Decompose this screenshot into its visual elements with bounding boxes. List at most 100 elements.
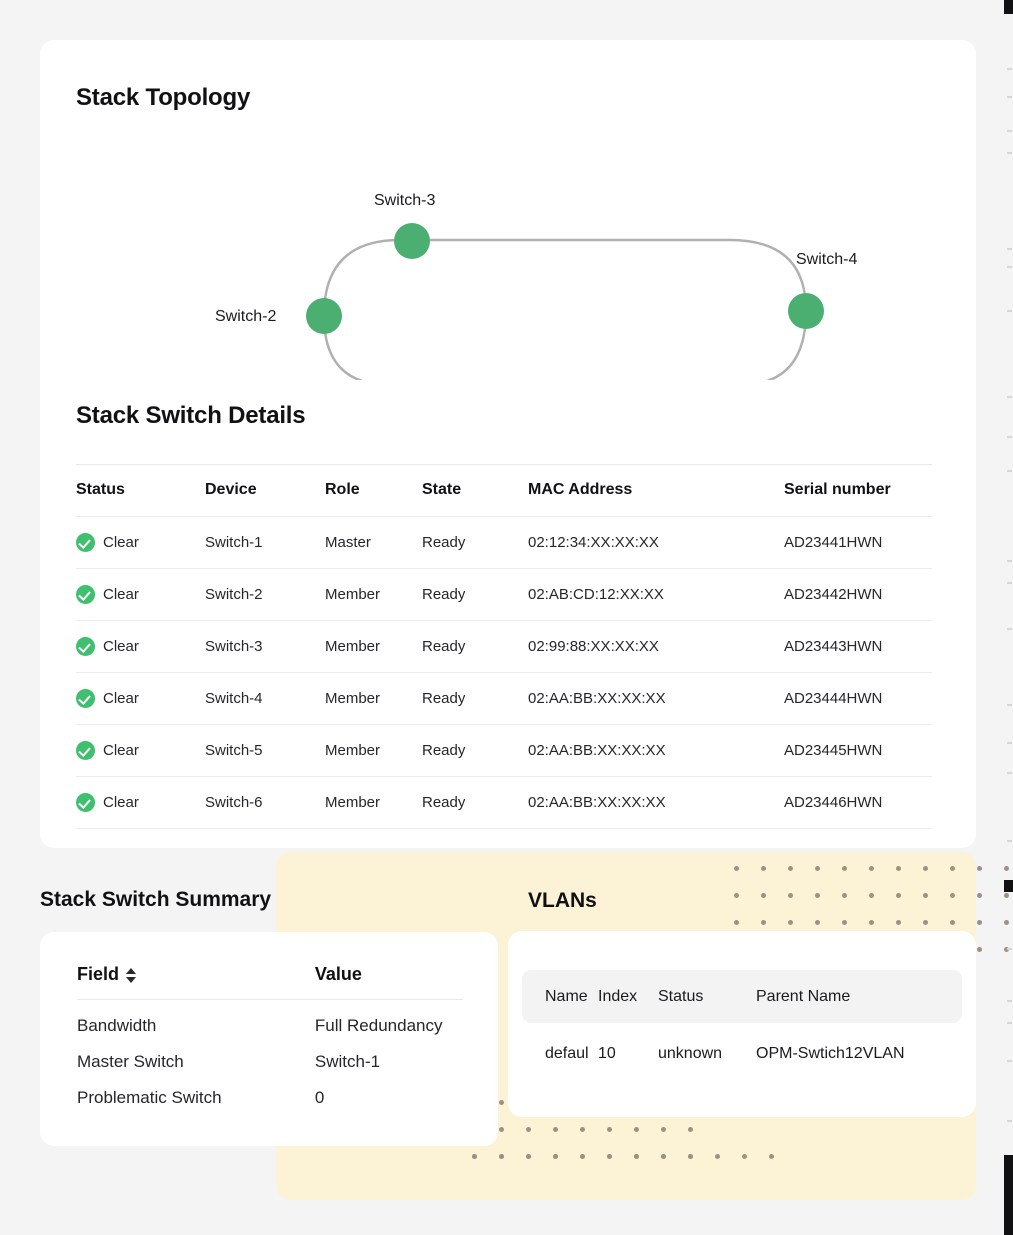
- cell-role: Member: [325, 620, 422, 673]
- column-header-index[interactable]: Index: [598, 987, 638, 1005]
- column-header-device[interactable]: Device: [205, 464, 325, 517]
- scrollbar-thumb-top[interactable]: [1004, 0, 1013, 14]
- column-header-vlan-status[interactable]: Status: [658, 987, 704, 1005]
- cell-state: Ready: [422, 776, 528, 829]
- decorative-dot: [661, 1154, 666, 1159]
- decorative-dot: [761, 920, 766, 925]
- column-header-serial-number[interactable]: Serial number: [760, 464, 932, 517]
- column-header-field[interactable]: Field: [77, 964, 236, 1000]
- column-header-state[interactable]: State: [422, 464, 528, 517]
- check-circle-icon: [76, 741, 95, 760]
- stack-switch-details-table: Status Device Role State MAC Address Ser…: [76, 464, 932, 829]
- decorative-dot: [761, 893, 766, 898]
- sort-arrows-icon[interactable]: [126, 968, 137, 983]
- topology-node-switch-3[interactable]: [394, 223, 430, 259]
- cell-state: Ready: [422, 516, 528, 569]
- gutter-tick: [1007, 628, 1012, 630]
- gutter-tick: [1007, 470, 1012, 472]
- decorative-dot: [815, 893, 820, 898]
- decorative-dot: [607, 1154, 612, 1159]
- cell-serial: AD23445HWN: [760, 724, 932, 777]
- cell-status: Clear: [76, 672, 205, 725]
- gutter-tick: [1007, 68, 1012, 70]
- column-header-status[interactable]: Status: [76, 464, 205, 517]
- cell-device: Switch-6: [205, 776, 325, 829]
- decorative-dot: [634, 1127, 639, 1132]
- cell-serial: AD23444HWN: [760, 672, 932, 725]
- gutter-tick: [1007, 582, 1012, 584]
- cell-serial: AD23441HWN: [760, 516, 932, 569]
- cell-status: Clear: [76, 568, 205, 621]
- decorative-dot: [788, 893, 793, 898]
- gutter-tick: [1007, 248, 1012, 250]
- topology-label-switch-3: Switch-3: [374, 192, 436, 209]
- vlans-header-background: [522, 970, 962, 1023]
- column-header-value[interactable]: Value: [235, 964, 463, 1000]
- column-header-parent-name[interactable]: Parent Name: [756, 987, 851, 1005]
- decorative-dot: [734, 893, 739, 898]
- cell-index: 10: [598, 1045, 616, 1062]
- check-circle-icon: [76, 793, 95, 812]
- cell-mac: 02:AA:BB:XX:XX:XX: [528, 672, 760, 725]
- stack-card: Stack Topology Switch-2 Switch-3 Switch-…: [40, 40, 976, 848]
- scrollbar-gutter[interactable]: [1004, 0, 1013, 1235]
- topology-node-switch-2[interactable]: [306, 298, 342, 334]
- cell-mac: 02:AB:CD:12:XX:XX: [528, 568, 760, 621]
- link-lower: [322, 310, 808, 380]
- decorative-dot: [869, 920, 874, 925]
- decorative-dot: [580, 1154, 585, 1159]
- column-header-name[interactable]: Name: [545, 987, 588, 1005]
- decorative-dot: [815, 866, 820, 871]
- cell-device: Switch-5: [205, 724, 325, 777]
- check-circle-icon: [76, 689, 95, 708]
- vlans-header-row: Name Index Status Parent Name: [522, 970, 962, 1023]
- decorative-dot: [761, 866, 766, 871]
- gutter-tick: [1007, 560, 1012, 562]
- cell-role: Member: [325, 672, 422, 725]
- decorative-dot: [715, 1154, 720, 1159]
- cell-serial: AD23442HWN: [760, 568, 932, 621]
- decorative-dot: [788, 920, 793, 925]
- gutter-tick: [1007, 948, 1012, 950]
- decorative-dot: [688, 1127, 693, 1132]
- decorative-dot: [688, 1154, 693, 1159]
- cell-status: Clear: [76, 516, 205, 569]
- cell-value: Full Redundancy: [314, 1016, 443, 1035]
- topology-node-switch-4[interactable]: [788, 293, 824, 329]
- table-header: Status Device Role State MAC Address Ser…: [76, 464, 932, 517]
- decorative-dot: [977, 866, 982, 871]
- decorative-dot: [499, 1127, 504, 1132]
- cell-status: Clear: [76, 620, 205, 673]
- section-title-details: Stack Switch Details: [76, 402, 306, 429]
- decorative-dot: [661, 1127, 666, 1132]
- cell-value: Switch-1: [314, 1052, 381, 1071]
- summary-table-header: Field Value: [77, 964, 463, 1000]
- scrollbar-thumb-bottom[interactable]: [1004, 1155, 1013, 1235]
- cell-state: Ready: [422, 672, 528, 725]
- table-header-row: Status Device Role State MAC Address Ser…: [76, 464, 932, 517]
- status-label: Clear: [103, 794, 139, 811]
- decorative-dot: [842, 893, 847, 898]
- column-header-role[interactable]: Role: [325, 464, 422, 517]
- decorative-dot: [977, 893, 982, 898]
- scrollbar-thumb-middle[interactable]: [1004, 880, 1013, 892]
- decorative-dot: [923, 866, 928, 871]
- decorative-dot: [896, 893, 901, 898]
- cell-state: Ready: [422, 568, 528, 621]
- column-header-mac-address[interactable]: MAC Address: [528, 464, 760, 517]
- section-title-summary: Stack Switch Summary: [40, 888, 272, 911]
- decorative-dot: [553, 1127, 558, 1132]
- cell-field: Problematic Switch: [77, 1088, 222, 1107]
